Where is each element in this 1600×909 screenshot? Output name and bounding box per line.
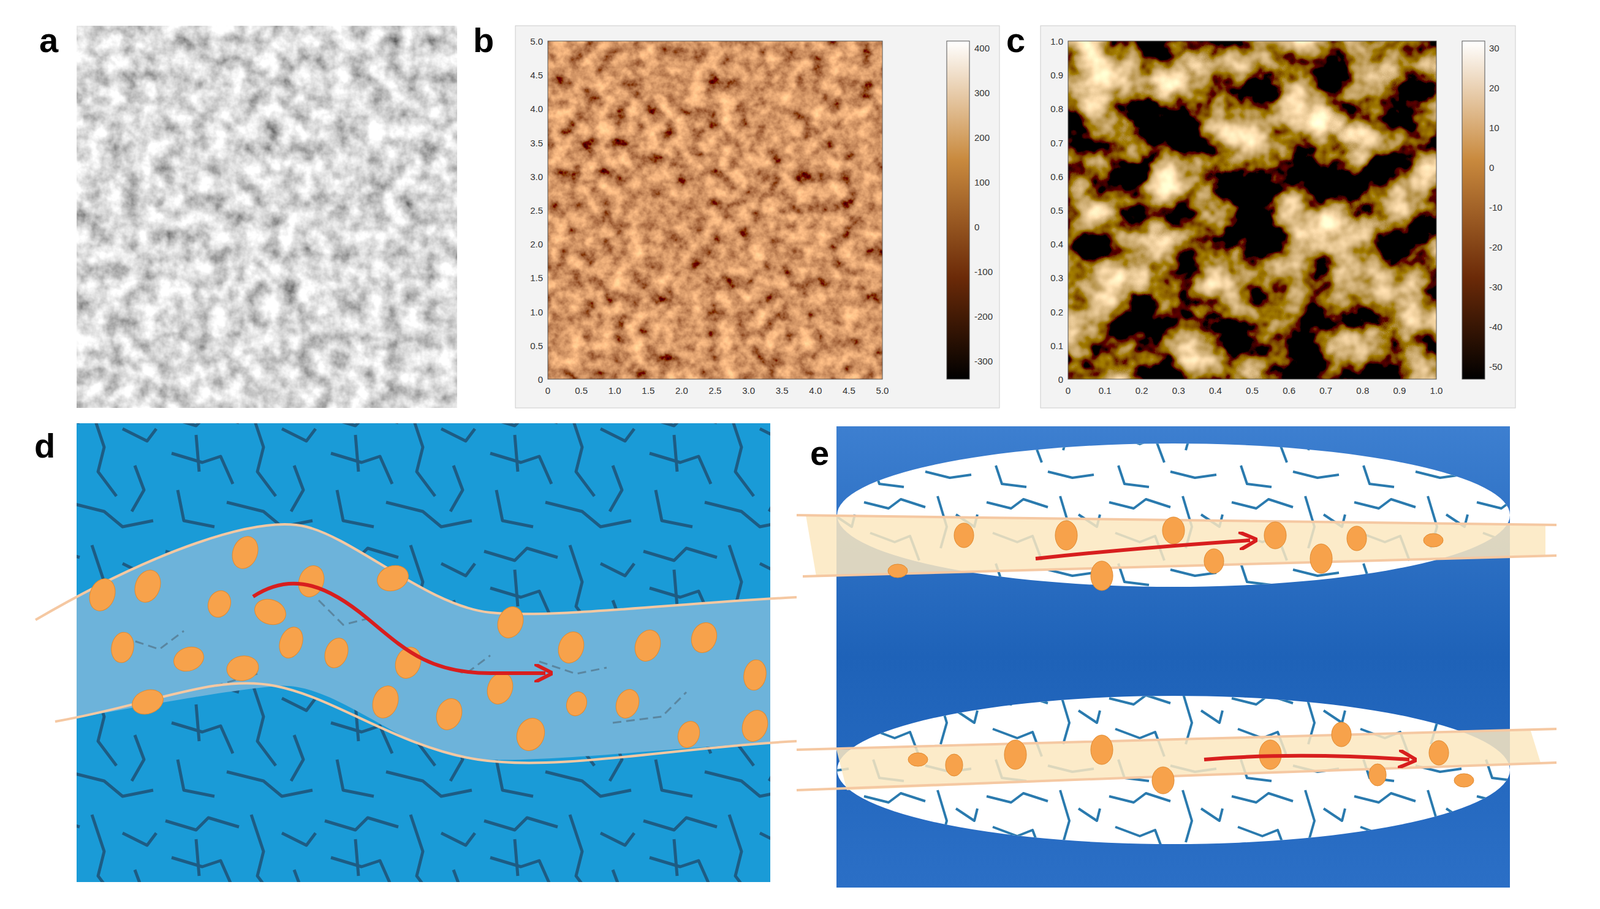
tick-label: 1.0: [608, 386, 622, 396]
colorbar-label: 300: [974, 88, 990, 98]
schematic-d: [35, 423, 797, 883]
tick-label: 0.5: [574, 386, 588, 396]
colorbar-label: -100: [974, 267, 993, 277]
tick-label: 0.3: [1172, 386, 1186, 396]
tick-label: 4.0: [530, 104, 543, 114]
tick-label: 1.0: [530, 307, 543, 317]
colorbar-label: -200: [974, 311, 993, 322]
colorbar-label: 20: [1489, 83, 1500, 93]
tick-label: 3.5: [530, 137, 543, 148]
colorbar-label: -10: [1489, 202, 1503, 213]
tick-label: 1.0: [1430, 386, 1444, 396]
colorbar-label: 10: [1489, 123, 1500, 133]
tick-label: 5.0: [876, 386, 890, 396]
tick-label: 0.2: [1135, 386, 1149, 396]
tick-label: 0: [1065, 386, 1071, 396]
tick-label: 2.5: [530, 205, 543, 216]
colorbar-label: -300: [974, 356, 993, 366]
colorbar-label: 30: [1489, 43, 1500, 53]
colorbar-label: 400: [974, 43, 990, 53]
panel-label: a: [39, 23, 59, 58]
tick-label: 0.9: [1050, 70, 1064, 80]
tick-label: 0.1: [1098, 386, 1112, 396]
tick-label: 0.4: [1050, 239, 1064, 249]
tick-label: 3.5: [775, 386, 789, 396]
tick-label: 1.0: [1050, 36, 1064, 46]
tick-label: 0.7: [1319, 386, 1333, 396]
tick-label: 0.2: [1050, 307, 1064, 317]
colorbar-label: -40: [1489, 322, 1503, 332]
afm-height-image: [547, 41, 883, 380]
tick-label: 0.1: [1050, 340, 1064, 350]
afm-phase-image: [1068, 41, 1437, 380]
tick-label: 3.0: [530, 171, 543, 181]
panel-label: b: [473, 23, 494, 58]
tick-label: 0: [538, 375, 543, 385]
tick-label: 4.5: [842, 386, 856, 396]
tick-label: 0.3: [1050, 273, 1064, 283]
tick-label: 3.0: [742, 386, 755, 396]
panel-label: e: [810, 436, 830, 471]
tick-label: 0.8: [1050, 104, 1064, 114]
panel-label: d: [34, 428, 56, 464]
colorbar-label: -20: [1489, 242, 1503, 252]
tick-label: 0.8: [1356, 386, 1369, 396]
tick-label: 0: [545, 386, 551, 396]
tick-label: 0.4: [1209, 386, 1222, 396]
colorbar-label: -50: [1489, 362, 1503, 372]
schematic-e: [796, 426, 1557, 888]
tick-label: 0.7: [1050, 137, 1064, 148]
tick-label: 0.6: [1282, 386, 1296, 396]
tick-label: 0.9: [1392, 386, 1406, 396]
colorbar-label: 200: [974, 132, 990, 143]
tick-label: 4.0: [808, 386, 822, 396]
panel-label: c: [1006, 23, 1026, 58]
tick-label: 2.5: [709, 386, 722, 396]
colorbar-label: 0: [1489, 163, 1494, 173]
tick-label: 0.5: [530, 340, 543, 350]
tem-image: [76, 25, 458, 409]
afm-frame: [515, 25, 1000, 409]
colorbar-label: 100: [974, 177, 990, 187]
tick-label: 0.5: [1245, 386, 1259, 396]
colorbar-label: 0: [974, 222, 980, 232]
tick-label: 1.5: [530, 273, 543, 283]
afm-frame: [1040, 25, 1516, 409]
tick-label: 0.5: [1050, 205, 1064, 216]
colorbar-label: -30: [1489, 282, 1503, 292]
tick-label: 0: [1058, 375, 1064, 385]
colorbar: [1462, 41, 1485, 380]
tick-label: 0.6: [1050, 171, 1064, 181]
tick-label: 1.5: [641, 386, 655, 396]
colorbar: [946, 41, 970, 380]
tick-label: 4.5: [530, 70, 543, 80]
tick-label: 2.0: [530, 239, 543, 249]
tick-label: 2.0: [675, 386, 689, 396]
tick-label: 5.0: [530, 36, 543, 46]
